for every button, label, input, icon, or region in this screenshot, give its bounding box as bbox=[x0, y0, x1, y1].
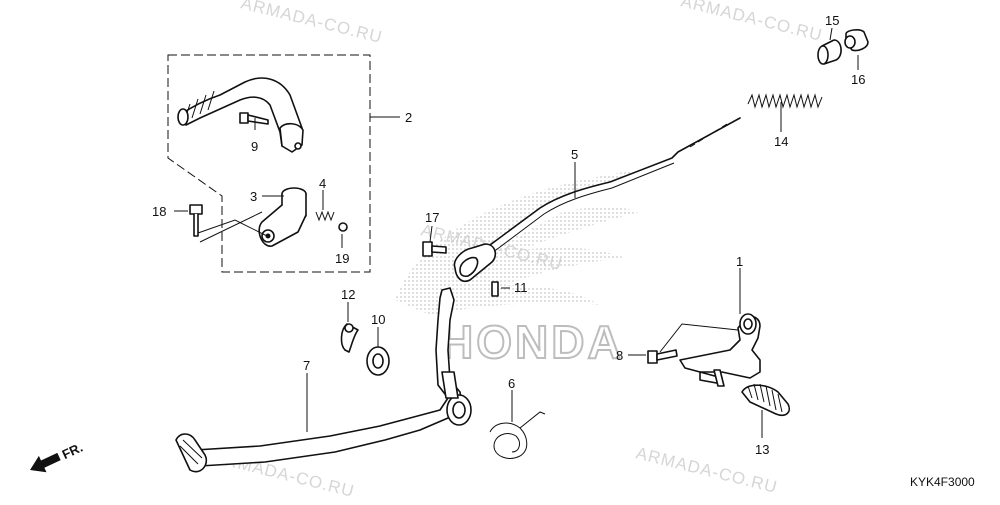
arrow-icon bbox=[30, 452, 61, 473]
callout-7: 7 bbox=[303, 358, 310, 373]
part-shift-arm bbox=[177, 77, 304, 153]
part-bolt-9 bbox=[239, 112, 269, 125]
part-washer-10 bbox=[366, 346, 390, 376]
callout-1: 1 bbox=[736, 254, 743, 269]
callout-16: 16 bbox=[851, 72, 865, 87]
callout-5: 5 bbox=[571, 147, 578, 162]
part-spring-4 bbox=[315, 210, 335, 222]
callout-8: 8 bbox=[616, 348, 623, 363]
diagram-code: KYK4F3000 bbox=[910, 475, 975, 489]
leader-lines bbox=[174, 27, 859, 438]
front-direction-arrow: FR. bbox=[30, 440, 85, 473]
direction-label: FR. bbox=[60, 440, 85, 462]
part-rubber-13 bbox=[741, 383, 791, 417]
callout-19: 19 bbox=[335, 251, 349, 266]
callout-6: 6 bbox=[508, 376, 515, 391]
part-spring-6 bbox=[489, 411, 546, 459]
part-bolt-17 bbox=[422, 241, 447, 257]
part-rod-5 bbox=[453, 117, 741, 283]
part-pedal-arm-1 bbox=[679, 313, 761, 387]
watermark: ARMADA-CO.RU bbox=[239, 0, 384, 47]
watermark: ARMADA-CO.RU bbox=[679, 0, 824, 45]
callout-14: 14 bbox=[774, 134, 788, 149]
callout-13: 13 bbox=[755, 442, 769, 457]
callout-11: 11 bbox=[514, 280, 528, 295]
part-bolt-8 bbox=[647, 323, 739, 364]
part-collar-15 bbox=[817, 39, 842, 65]
logo-wordmark: HONDA bbox=[440, 316, 624, 368]
callout-3: 3 bbox=[250, 189, 257, 204]
part-collar-3 bbox=[258, 187, 307, 247]
part-bolt-18 bbox=[189, 204, 268, 243]
part-spring-14 bbox=[747, 93, 823, 109]
callout-9: 9 bbox=[251, 139, 258, 154]
callout-18: 18 bbox=[152, 204, 166, 219]
callout-10: 10 bbox=[371, 312, 385, 327]
part-pin-11 bbox=[491, 281, 499, 297]
part-cap-16 bbox=[844, 29, 869, 52]
part-ball-19 bbox=[338, 222, 348, 232]
callout-2: 2 bbox=[405, 110, 412, 125]
part-brake-pedal-7 bbox=[175, 287, 472, 473]
callout-15: 15 bbox=[825, 13, 839, 28]
assembly-box bbox=[167, 54, 400, 273]
callout-12: 12 bbox=[341, 287, 355, 302]
callout-17: 17 bbox=[425, 210, 439, 225]
callout-4: 4 bbox=[319, 176, 326, 191]
callouts: 1 2 3 4 5 6 7 8 9 10 11 12 13 14 15 16 1… bbox=[152, 13, 865, 457]
honda-wing-logo: HONDA bbox=[395, 170, 640, 369]
part-cotter-pin-12 bbox=[340, 323, 359, 353]
